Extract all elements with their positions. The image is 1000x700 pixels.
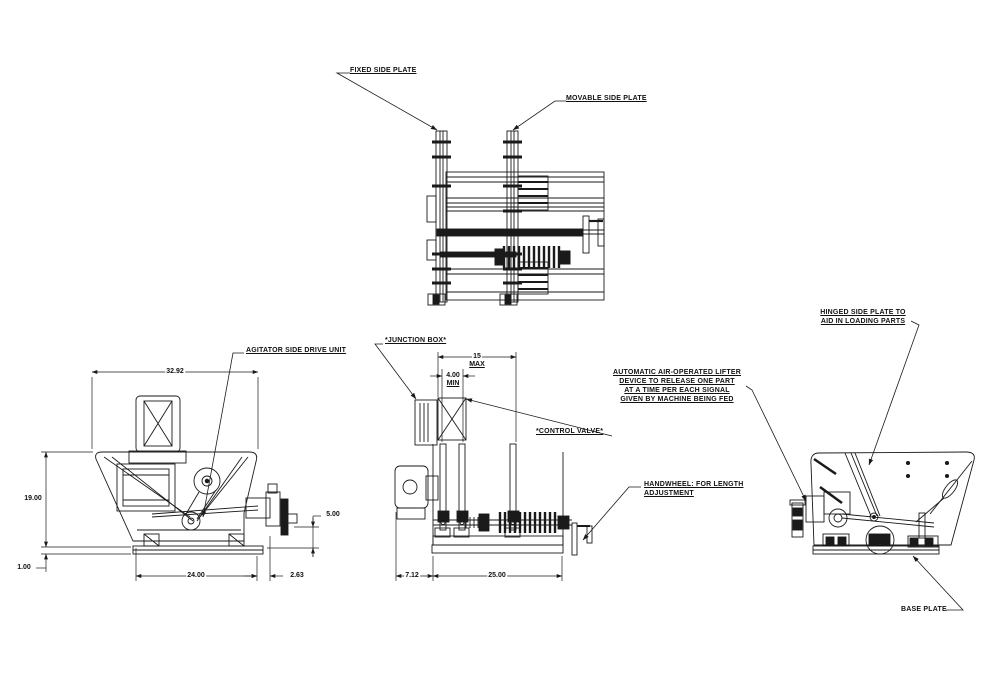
top-view-feet bbox=[427, 293, 518, 306]
support-column bbox=[907, 512, 939, 548]
top-view-lineart bbox=[426, 130, 605, 306]
lifter-leader bbox=[745, 385, 807, 502]
handwheel-shape bbox=[571, 522, 593, 556]
hinged-note-line2: AID IN LOADING PARTS bbox=[820, 318, 906, 325]
junction-box-shape bbox=[414, 399, 438, 446]
base-plate-front bbox=[132, 545, 264, 555]
leader-lines bbox=[201, 72, 964, 611]
base-plate-text: BASE PLATE bbox=[901, 606, 947, 613]
control-valve-leader bbox=[465, 398, 613, 437]
dim-discharge-height: 5.00 bbox=[325, 511, 341, 519]
handwheel-note-line2: ADJUSTMENT bbox=[644, 490, 694, 497]
control-valve-text: *CONTROL VALVE* bbox=[536, 428, 604, 435]
handwheel-top bbox=[582, 215, 605, 254]
side-base bbox=[431, 535, 564, 554]
control-valve-label: *CONTROL VALVE* bbox=[536, 427, 603, 436]
hopper-outline bbox=[95, 451, 258, 542]
junction-box-leader bbox=[374, 343, 417, 400]
movable-side-plate-text: MOVABLE SIDE PLATE bbox=[566, 95, 647, 102]
dim-overall-height: 19.00 bbox=[23, 495, 43, 503]
hinged-plate-note-label: HINGED SIDE PLATE TO AID IN LOADING PART… bbox=[814, 308, 912, 326]
handwheel-note-label: HANDWHEEL: FOR LENGTH ADJUSTMENT bbox=[644, 480, 743, 498]
movable-side-plate-label: MOVABLE SIDE PLATE bbox=[566, 94, 647, 103]
agitator-side-drive-text: AGITATOR SIDE DRIVE UNIT bbox=[246, 347, 347, 354]
hinged-plate-leader bbox=[868, 320, 920, 466]
dim-overall-width: 32.92 bbox=[165, 368, 185, 376]
clamp-brackets bbox=[517, 175, 549, 295]
fixed-side-plate-label: FIXED SIDE PLATE bbox=[350, 66, 416, 75]
junction-box-text: *JUNCTION BOX* bbox=[385, 337, 447, 344]
movable-side-plate-rail bbox=[503, 130, 522, 303]
lifter-note-line3: AT A TIME PER EACH SIGNAL bbox=[624, 387, 730, 394]
junction-box-label: *JUNCTION BOX* bbox=[385, 336, 446, 345]
dim-base-width: 24.00 bbox=[186, 572, 206, 580]
movable-side-plate-leader bbox=[512, 100, 566, 131]
fixed-side-plate-text: FIXED SIDE PLATE bbox=[350, 67, 417, 74]
fixed-side-plate-leader bbox=[335, 72, 438, 131]
lifter-note-line4: GIVEN BY MACHINE BEING FED bbox=[620, 396, 734, 403]
lifter-note-line2: DEVICE TO RELEASE ONE PART bbox=[619, 378, 735, 385]
side-view-dimensions bbox=[395, 352, 563, 581]
side-plates-edge bbox=[432, 443, 564, 545]
agitator-side-drive-label: AGITATOR SIDE DRIVE UNIT bbox=[246, 346, 346, 355]
side-view-lineart bbox=[394, 397, 593, 556]
end-view-lineart bbox=[789, 451, 975, 555]
dim-opening-max: 15 bbox=[472, 353, 482, 361]
end-hopper-outline bbox=[810, 451, 975, 546]
lifter-device-end bbox=[789, 457, 851, 547]
turnbuckle-brace bbox=[915, 460, 973, 523]
side-drive-motor bbox=[394, 465, 439, 520]
front-view-lineart bbox=[95, 395, 298, 555]
handwheel-note-line1: HANDWHEEL: FOR LENGTH bbox=[644, 481, 744, 488]
vibrator-motor-box bbox=[128, 395, 187, 464]
agitator-drive-unit bbox=[116, 463, 259, 531]
adjusting-screw-shaft bbox=[436, 228, 604, 258]
dim-side-base-width: 25.00 bbox=[487, 572, 507, 580]
fixed-side-plate-rail bbox=[426, 130, 451, 303]
hinged-plate bbox=[844, 452, 881, 522]
control-valve-shape bbox=[437, 397, 467, 441]
lifter-device-front bbox=[245, 483, 298, 536]
tray-deck bbox=[445, 171, 605, 301]
spring-coil-top bbox=[494, 246, 571, 268]
dim-side-offset: 7.12 bbox=[404, 572, 420, 580]
base-plate-label: BASE PLATE bbox=[901, 605, 947, 614]
base-plate-leader bbox=[912, 555, 964, 611]
agitator-leader bbox=[201, 352, 244, 518]
handwheel-leader bbox=[582, 486, 641, 541]
lifter-note-line1: AUTOMATIC AIR-OPERATED LIFTER bbox=[612, 369, 742, 376]
front-feet bbox=[143, 533, 245, 547]
dim-opening-min-qualifier: MIN bbox=[445, 380, 461, 388]
dim-base-thickness: 1.00 bbox=[16, 564, 32, 572]
base-plate-end bbox=[812, 545, 940, 555]
hinged-note-line1: HINGED SIDE PLATE TO bbox=[820, 309, 906, 316]
length-adjust-screw bbox=[433, 512, 572, 533]
dim-opening-min: 4.00 bbox=[445, 372, 461, 380]
dim-opening-max-qualifier: MAX bbox=[468, 361, 486, 369]
dim-end-overhang: 2.63 bbox=[289, 572, 305, 580]
lifter-note-label: AUTOMATIC AIR-OPERATED LIFTER DEVICE TO … bbox=[606, 368, 748, 404]
